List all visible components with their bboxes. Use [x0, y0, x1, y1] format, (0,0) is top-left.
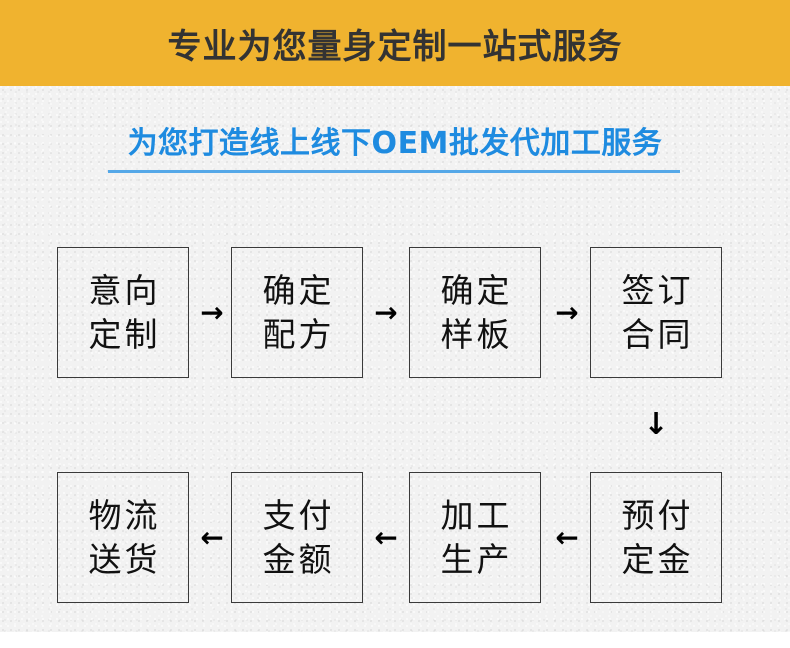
subtitle-text: 为您打造线上线下OEM批发代加工服务	[127, 126, 663, 161]
flow-step-line-2: 送货	[88, 539, 161, 579]
arrow-left-icon-2: ←	[374, 521, 398, 554]
flow-step-line-2: 样板	[440, 314, 513, 354]
flow-step-box-1: 意向 定制	[57, 247, 189, 378]
flow-step-line-2: 定制	[88, 314, 161, 354]
flow-step-box-3: 确定 样板	[409, 247, 541, 378]
flow-step-line-1: 支付	[262, 495, 335, 535]
flow-step-line-1: 确定	[262, 270, 335, 310]
arrow-left-icon-3: ←	[555, 521, 579, 554]
header-banner: 专业为您量身定制一站式服务	[0, 0, 790, 86]
subtitle-underline	[108, 170, 680, 173]
flow-step-box-6: 加工 生产	[409, 472, 541, 603]
flow-step-line-1: 签订	[621, 270, 694, 310]
flow-step-line-2: 金额	[262, 539, 335, 579]
flow-step-line-1: 意向	[88, 270, 161, 310]
arrow-down-icon: ↓	[643, 407, 669, 442]
arrow-right-icon-2: →	[374, 296, 398, 329]
arrow-left-icon-1: ←	[200, 521, 224, 554]
flow-step-line-2: 合同	[621, 314, 694, 354]
arrow-right-icon-1: →	[200, 296, 224, 329]
flow-step-line-1: 预付	[621, 495, 694, 535]
textured-background	[0, 86, 790, 632]
flow-step-line-1: 物流	[88, 495, 161, 535]
flow-step-line-1: 确定	[440, 270, 513, 310]
flow-step-box-2: 确定 配方	[231, 247, 363, 378]
flow-step-box-7: 支付 金额	[231, 472, 363, 603]
flow-step-line-2: 生产	[440, 539, 513, 579]
flow-step-box-5: 预付 定金	[590, 472, 722, 603]
arrow-right-icon-3: →	[555, 296, 579, 329]
banner-title: 专业为您量身定制一站式服务	[167, 26, 623, 67]
flow-step-box-4: 签订 合同	[590, 247, 722, 378]
flow-step-line-2: 定金	[621, 539, 694, 579]
flow-step-line-2: 配方	[262, 314, 335, 354]
flow-step-line-1: 加工	[440, 495, 513, 535]
flow-step-box-8: 物流 送货	[57, 472, 189, 603]
